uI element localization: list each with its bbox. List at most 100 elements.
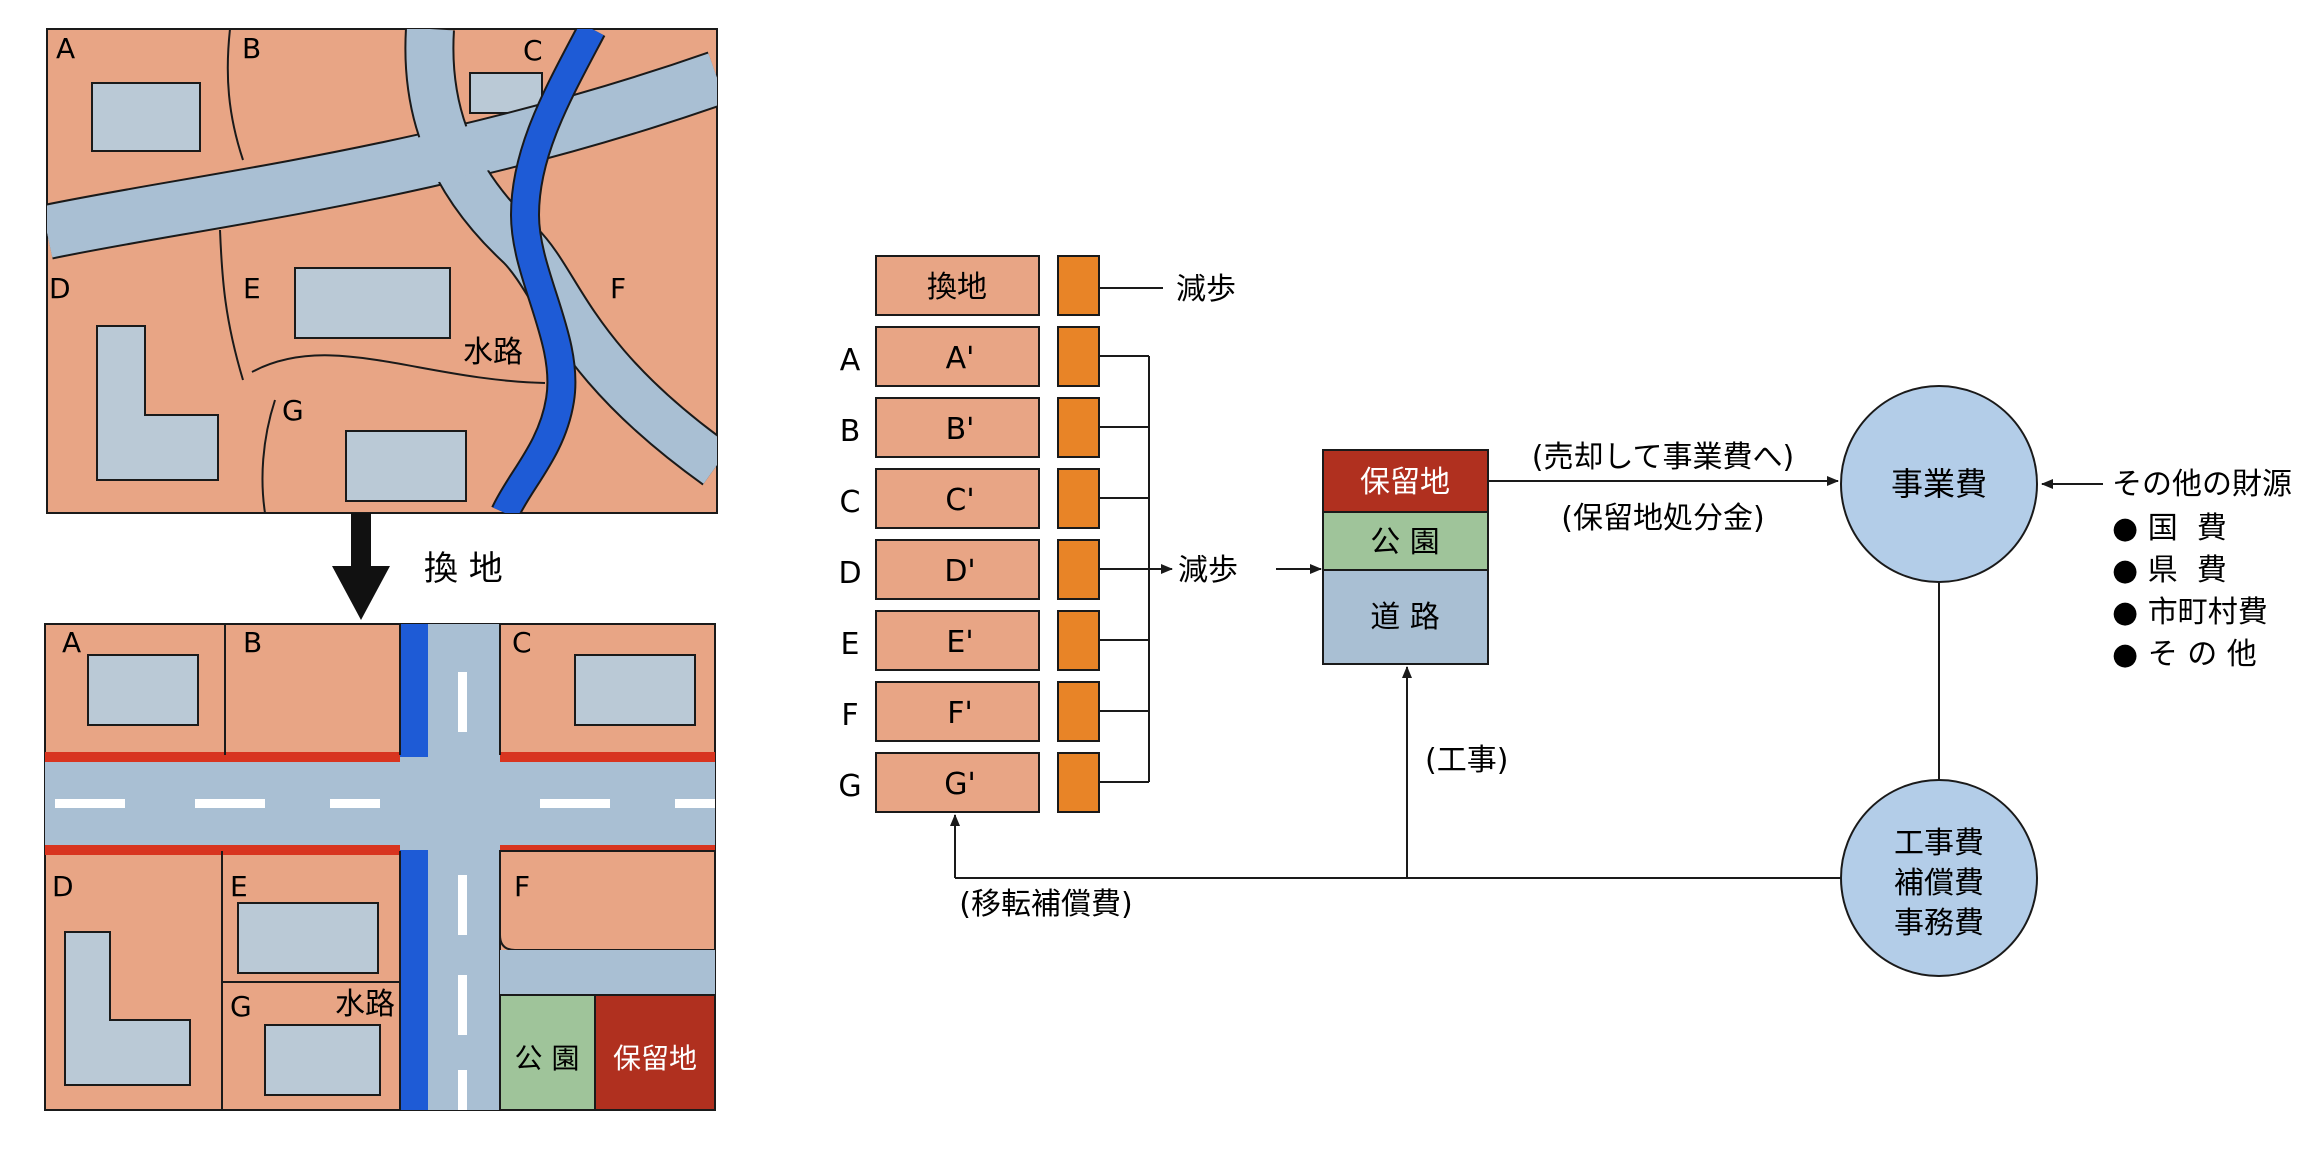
reduction-box [1057, 681, 1100, 742]
lane-markings [55, 672, 715, 1110]
boundary-g [261, 399, 276, 513]
park-label: 公 園 [515, 1042, 580, 1075]
waterway-label-after: 水路 [335, 987, 395, 1022]
row-e: E E' [841, 610, 1100, 671]
parcel-label: A' [946, 341, 975, 376]
row-d: D D' [838, 539, 1100, 600]
row-f: F F' [841, 681, 1100, 742]
lot-label-b: B [242, 32, 261, 65]
owner-label: B [840, 414, 861, 449]
parcel-label: C' [945, 483, 974, 518]
parcel-box [875, 326, 1040, 387]
lot-label-g: G [282, 394, 304, 427]
row-a: A A' [840, 326, 1100, 387]
parcel-label: D' [944, 554, 975, 589]
other-sources-title: その他の財源 [2112, 467, 2292, 502]
map-before: A B C D E F G 水路 [46, 28, 718, 514]
owner-label: E [841, 627, 860, 662]
lot-label-b: B [243, 626, 262, 659]
stack-park [1322, 511, 1489, 571]
owner-label: A [840, 343, 861, 378]
stack-reserve-label: 保留地 [1360, 465, 1450, 500]
stack-road-label: 道 路 [1370, 600, 1440, 635]
replotting-arrow [332, 513, 390, 620]
parcel-label: G' [944, 767, 976, 802]
replotting-label: 換 地 [424, 549, 503, 589]
parcel-box [875, 610, 1040, 671]
parcel-label: F' [947, 696, 973, 731]
reserve-label: 保留地 [613, 1042, 697, 1075]
building-l-shaped [64, 931, 191, 1086]
parcel-box [875, 681, 1040, 742]
parcel-box [875, 539, 1040, 600]
row-g: G G' [838, 752, 1100, 813]
reduction-box [1057, 610, 1100, 671]
map-after: A B C D E F G 水路 公 園 保留地 [44, 623, 716, 1111]
lot-label-e: E [230, 870, 248, 903]
new-waterway [400, 624, 428, 757]
other-source-item: ● 県 費 [2112, 553, 2227, 588]
header-reduction-box [1057, 255, 1100, 316]
header-reduction-label: 減歩 [1176, 272, 1236, 307]
lot-label-d: D [49, 272, 71, 305]
row-b: B B' [840, 397, 1100, 458]
new-waterway [400, 850, 428, 1110]
replot-header-box [875, 255, 1040, 316]
lot-label-f: F [610, 272, 626, 305]
building [294, 267, 451, 339]
cost-item-admin: 事務費 [1894, 906, 1984, 941]
parcel-box [875, 397, 1040, 458]
boundary-eg [251, 354, 546, 384]
reduction-box [1057, 468, 1100, 529]
boundary-ab [226, 29, 244, 161]
boundary-de [219, 229, 244, 381]
lot-label-a: A [56, 32, 75, 65]
lot-label-c: C [523, 34, 543, 67]
project-cost-label: 事業費 [1891, 465, 1987, 503]
lot-label-d: D [52, 870, 74, 903]
replot-header-label: 換地 [927, 270, 987, 305]
stack-park-label: 公 園 [1370, 525, 1440, 560]
owner-label: G [838, 769, 861, 804]
building [264, 1024, 381, 1096]
lot-label-e: E [243, 272, 261, 305]
reduction-box [1057, 397, 1100, 458]
waterway-label-before: 水路 [463, 335, 523, 370]
building [91, 82, 201, 152]
parcel-box [875, 752, 1040, 813]
relocation-label: (移転補償費) [959, 887, 1132, 922]
reduction-box [1057, 326, 1100, 387]
sale-label-2: (保留地処分金) [1561, 501, 1764, 536]
building [87, 654, 199, 726]
owner-label: F [841, 698, 858, 733]
reduction-box [1057, 752, 1100, 813]
parcel-label: E' [946, 625, 973, 660]
construction-label: (工事) [1425, 743, 1508, 778]
building [237, 902, 379, 974]
reduction-box [1057, 539, 1100, 600]
lot-label-g: G [230, 990, 252, 1023]
building [574, 654, 696, 726]
reduction-label: 減歩 [1178, 553, 1238, 588]
owner-label: C [840, 485, 861, 520]
other-source-item: ● 市町村費 [2112, 595, 2268, 630]
cost-item-construction: 工事費 [1894, 826, 1984, 861]
stack-road [1322, 569, 1489, 665]
building [345, 430, 467, 502]
park-lot [499, 994, 596, 1110]
row-c: C C' [840, 468, 1100, 529]
cost-item-compensation: 補償費 [1894, 866, 1984, 901]
lot-label-c: C [512, 626, 532, 659]
owner-label: D [838, 556, 861, 591]
other-source-item: ● 国 費 [2112, 511, 2227, 546]
other-source-item: ● そ の 他 [2112, 637, 2257, 672]
parcel-label: B' [946, 412, 975, 447]
sale-label-1: (売却して事業費へ) [1532, 440, 1795, 475]
building-l-shaped [96, 325, 219, 481]
flow-diagram: 換地 減歩 A A' B B' C C' D D' [838, 255, 2292, 977]
parcel-box [875, 468, 1040, 529]
lot-label-a: A [62, 626, 81, 659]
reserve-lot [594, 994, 715, 1110]
lot-label-f: F [514, 870, 530, 903]
